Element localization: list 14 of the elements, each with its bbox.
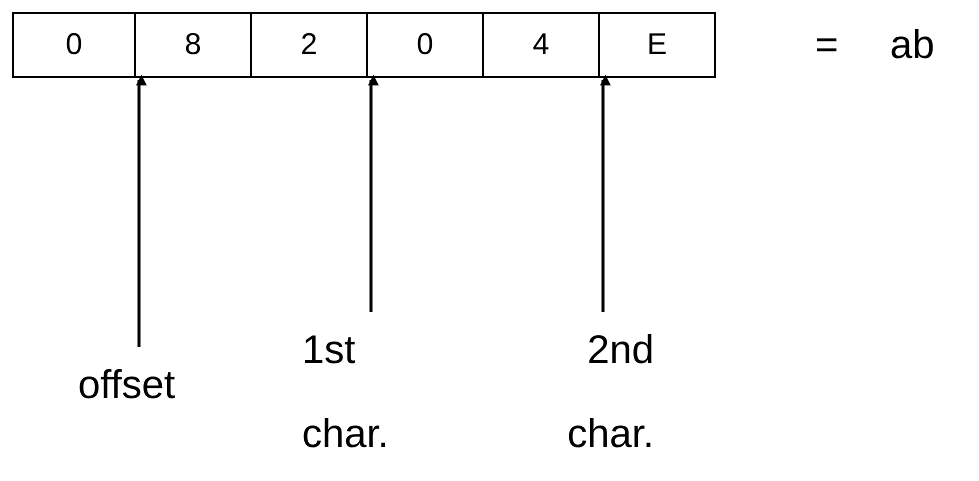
array-cell: 4 bbox=[482, 12, 600, 78]
label-text: ab bbox=[890, 22, 934, 68]
arrow bbox=[136, 74, 147, 347]
array-cell: 8 bbox=[134, 12, 252, 78]
arrow bbox=[600, 74, 611, 312]
array-cell: E bbox=[598, 12, 716, 78]
array-cell: 2 bbox=[250, 12, 368, 78]
arrow bbox=[368, 74, 379, 312]
array-cell: 0 bbox=[366, 12, 484, 78]
annotation-text: offset bbox=[78, 343, 202, 427]
annotation-text: 2nd char. bbox=[532, 308, 654, 476]
label-text: = bbox=[815, 22, 838, 68]
annotation-text: 1st char. bbox=[302, 308, 442, 476]
array-cell: 0 bbox=[12, 12, 136, 78]
